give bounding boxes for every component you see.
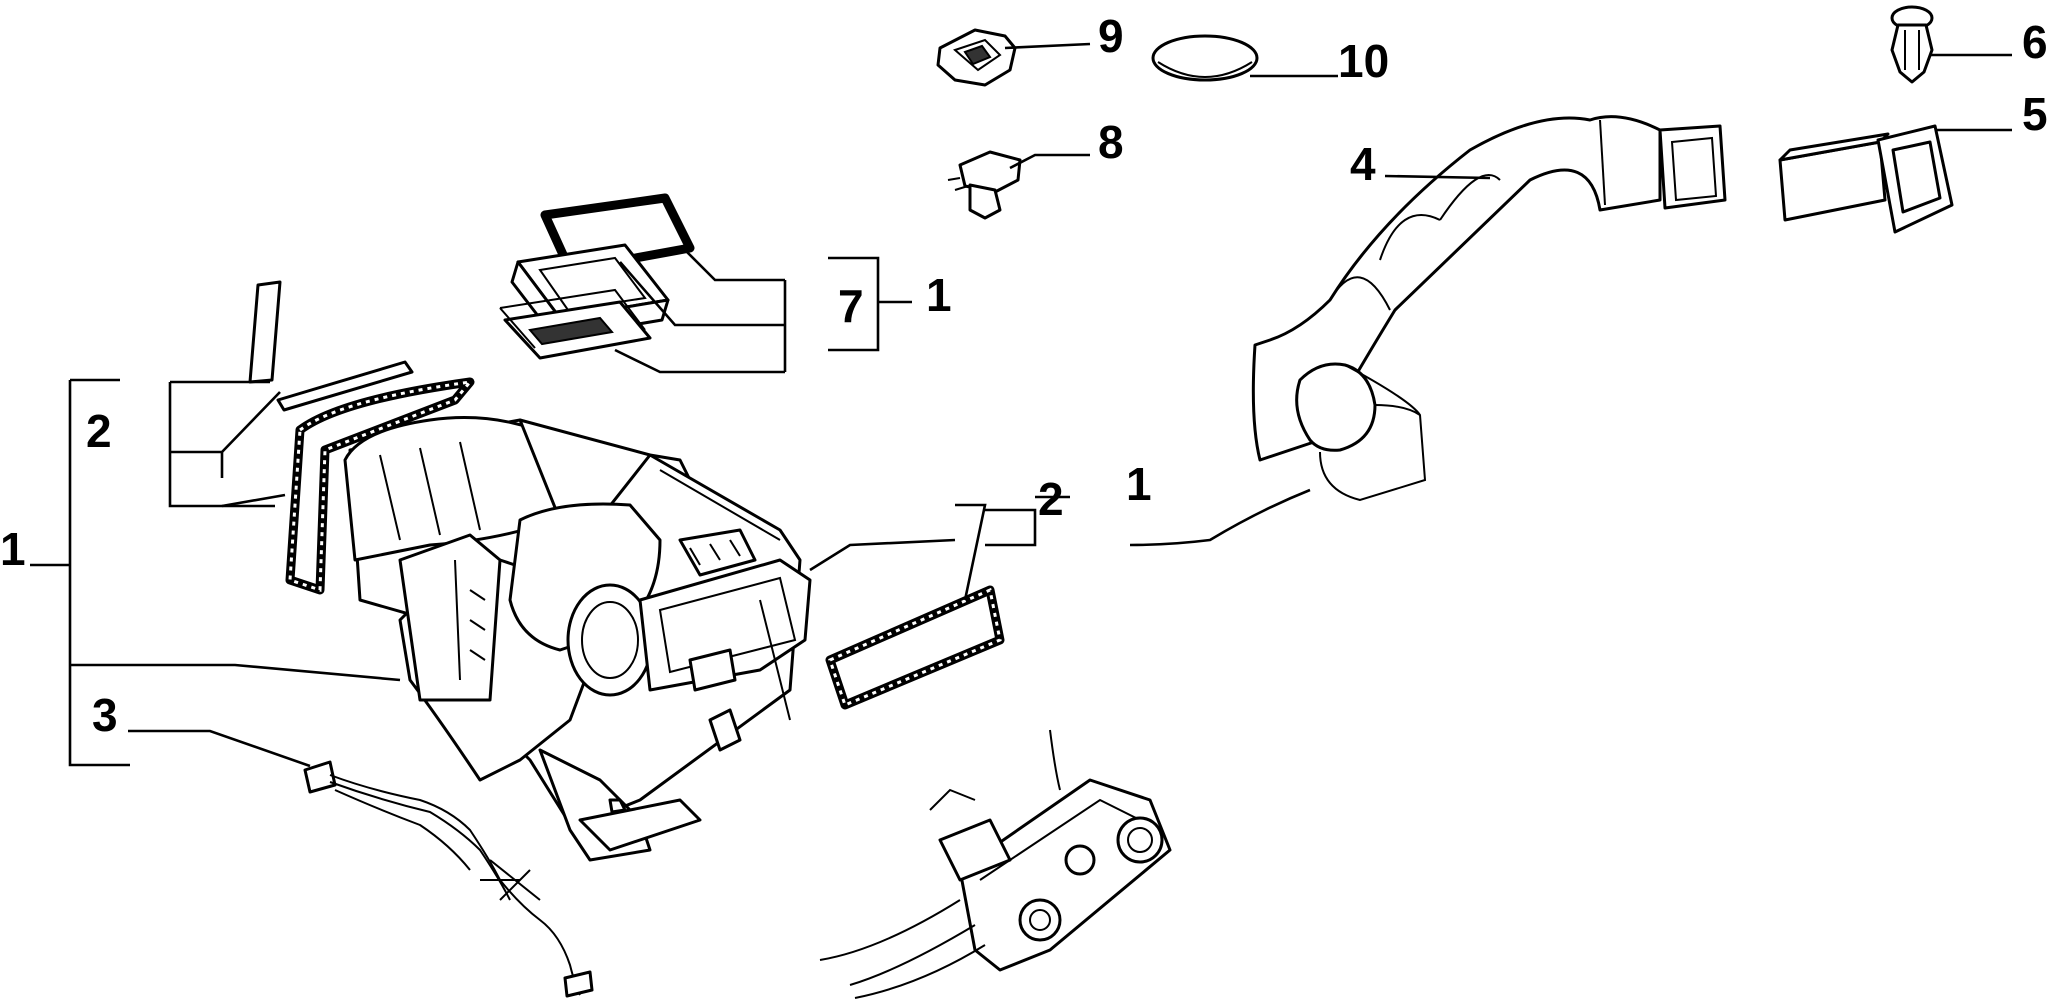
part-6-push-rivet (1890, 5, 1934, 84)
callout-2-right-group-1: 1 (1126, 458, 1152, 510)
callout-4: 4 (1350, 138, 1376, 190)
callout-7-group-1: 1 (926, 269, 952, 321)
part-2-outlet-gasket (825, 585, 1005, 710)
part-8-clip (947, 150, 1022, 220)
part-5-vent-adapter (1778, 124, 1954, 234)
callout-10: 10 (1338, 35, 1389, 87)
part-7-filter-frames (499, 193, 695, 360)
part-2-sealing-strips (248, 280, 414, 412)
callout-6: 6 (2022, 16, 2048, 68)
part-9-clip (936, 28, 1017, 87)
heater-control-panel (819, 729, 1172, 999)
callout-2-left: 2 (86, 405, 112, 457)
callout-3: 3 (92, 689, 118, 741)
callout-2-right: 2 (1038, 473, 1064, 525)
callout-7: 7 (838, 280, 864, 332)
part-3-wiring-harness (303, 760, 594, 998)
callout-labels: 9 10 6 5 4 8 7 1 2 1 3 2 1 (0, 10, 2048, 741)
callout-9: 9 (1098, 10, 1124, 62)
part-10-grommet (1151, 34, 1259, 82)
heater-box-housing (285, 377, 812, 862)
callout-5: 5 (2022, 88, 2048, 140)
leader-lines (30, 42, 2012, 768)
part-4-air-duct (1251, 115, 1727, 502)
callout-1-left: 1 (0, 523, 26, 575)
callout-8: 8 (1098, 116, 1124, 168)
